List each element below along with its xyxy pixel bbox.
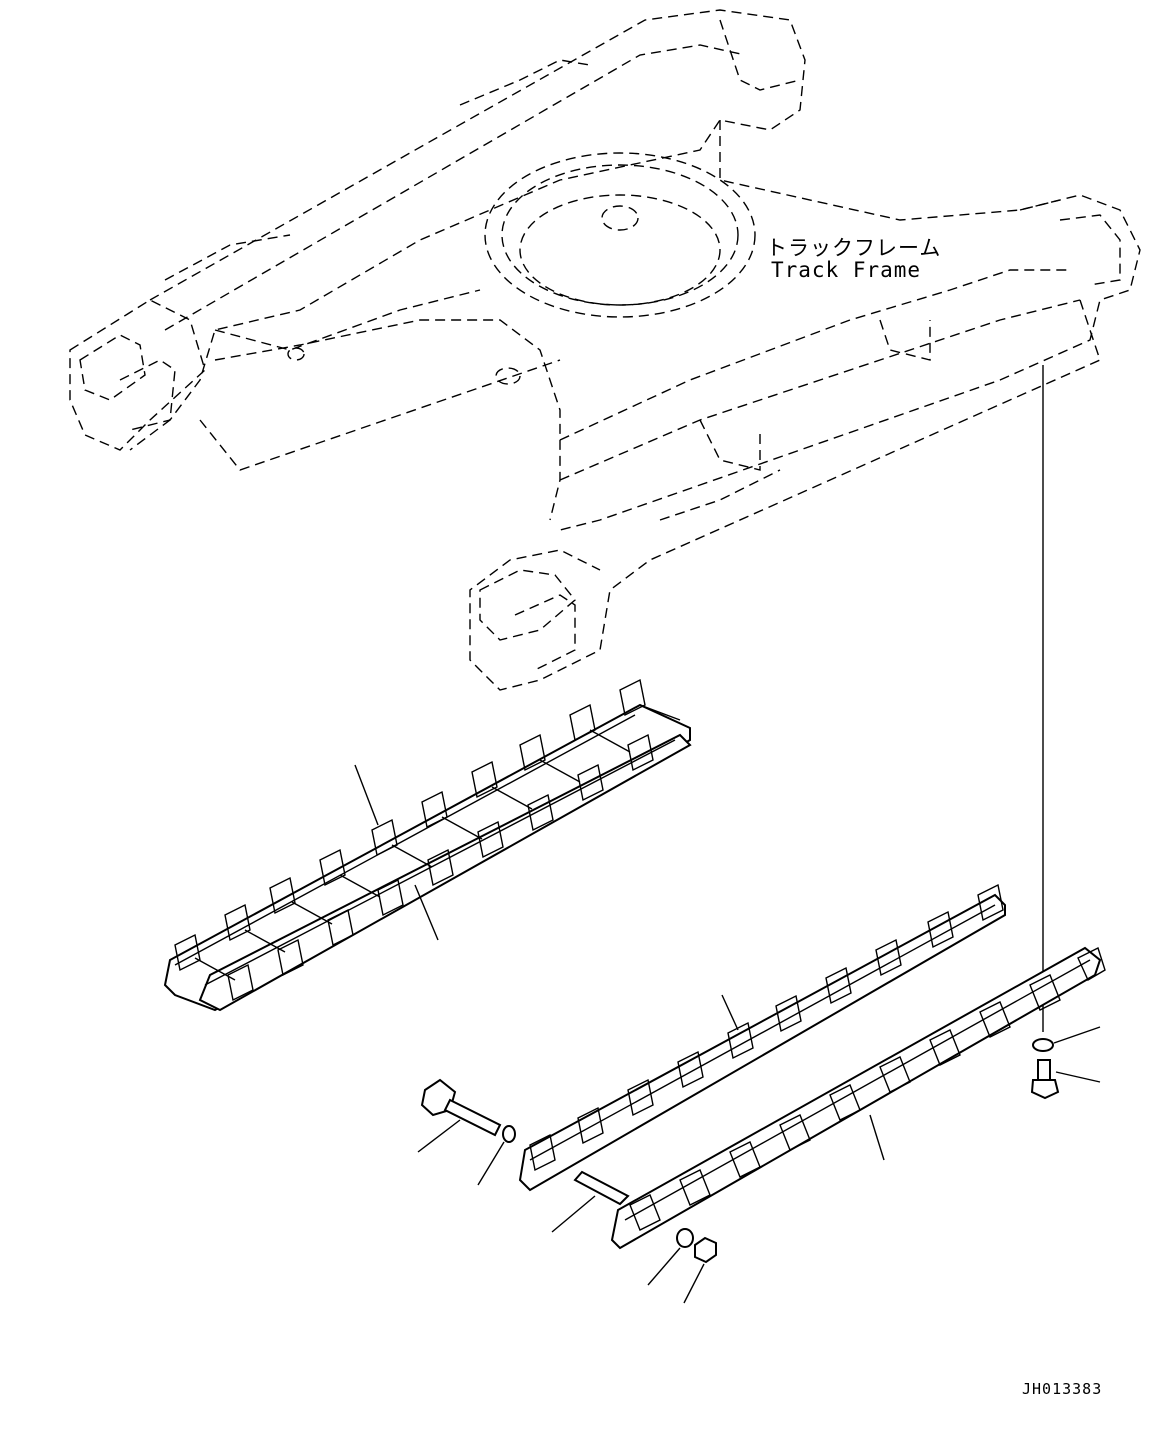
washer-right xyxy=(1032,1026,1101,1052)
track-frame-label-jp: トラックフレーム xyxy=(766,236,942,260)
track-frame-label-en: Track Frame xyxy=(771,258,922,282)
bolt-right xyxy=(1030,1059,1101,1100)
leader-upper-top xyxy=(354,764,379,826)
track-frame-outline xyxy=(69,9,1141,691)
long-bolt xyxy=(417,1078,502,1153)
leader-upper-bottom xyxy=(414,884,439,941)
nut-lower xyxy=(683,1236,717,1304)
leader-lower xyxy=(869,1114,885,1161)
leader-middle xyxy=(721,994,739,1031)
drawing-code: JH013383 xyxy=(1022,1380,1103,1398)
track-guard-rail-middle xyxy=(518,883,1006,1192)
pin xyxy=(551,1170,630,1233)
track-guard-rail-lower xyxy=(610,946,1106,1250)
washer-lower xyxy=(647,1228,694,1286)
track-guard-assembly-upper xyxy=(163,678,692,1012)
washer-left xyxy=(477,1125,516,1186)
